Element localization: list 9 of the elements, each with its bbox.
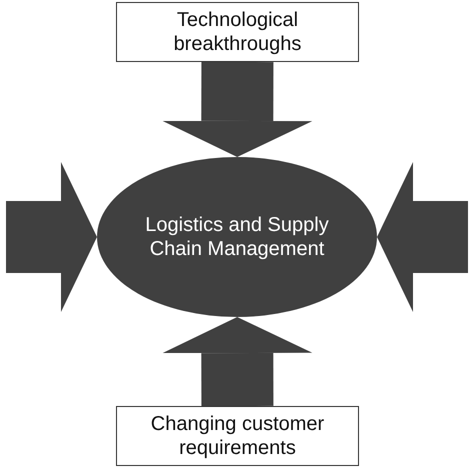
box-label: Changing customer requirements [150, 412, 326, 460]
text-box [116, 406, 359, 466]
block-arrow [6, 162, 97, 312]
block-arrow [377, 162, 468, 312]
block-arrow [162, 317, 312, 406]
box-label: Technological breakthroughs [172, 8, 302, 56]
block-arrow [162, 62, 312, 157]
text-box [116, 2, 359, 62]
ellipse-label: Logistics and Supply Chain Management [144, 213, 330, 261]
